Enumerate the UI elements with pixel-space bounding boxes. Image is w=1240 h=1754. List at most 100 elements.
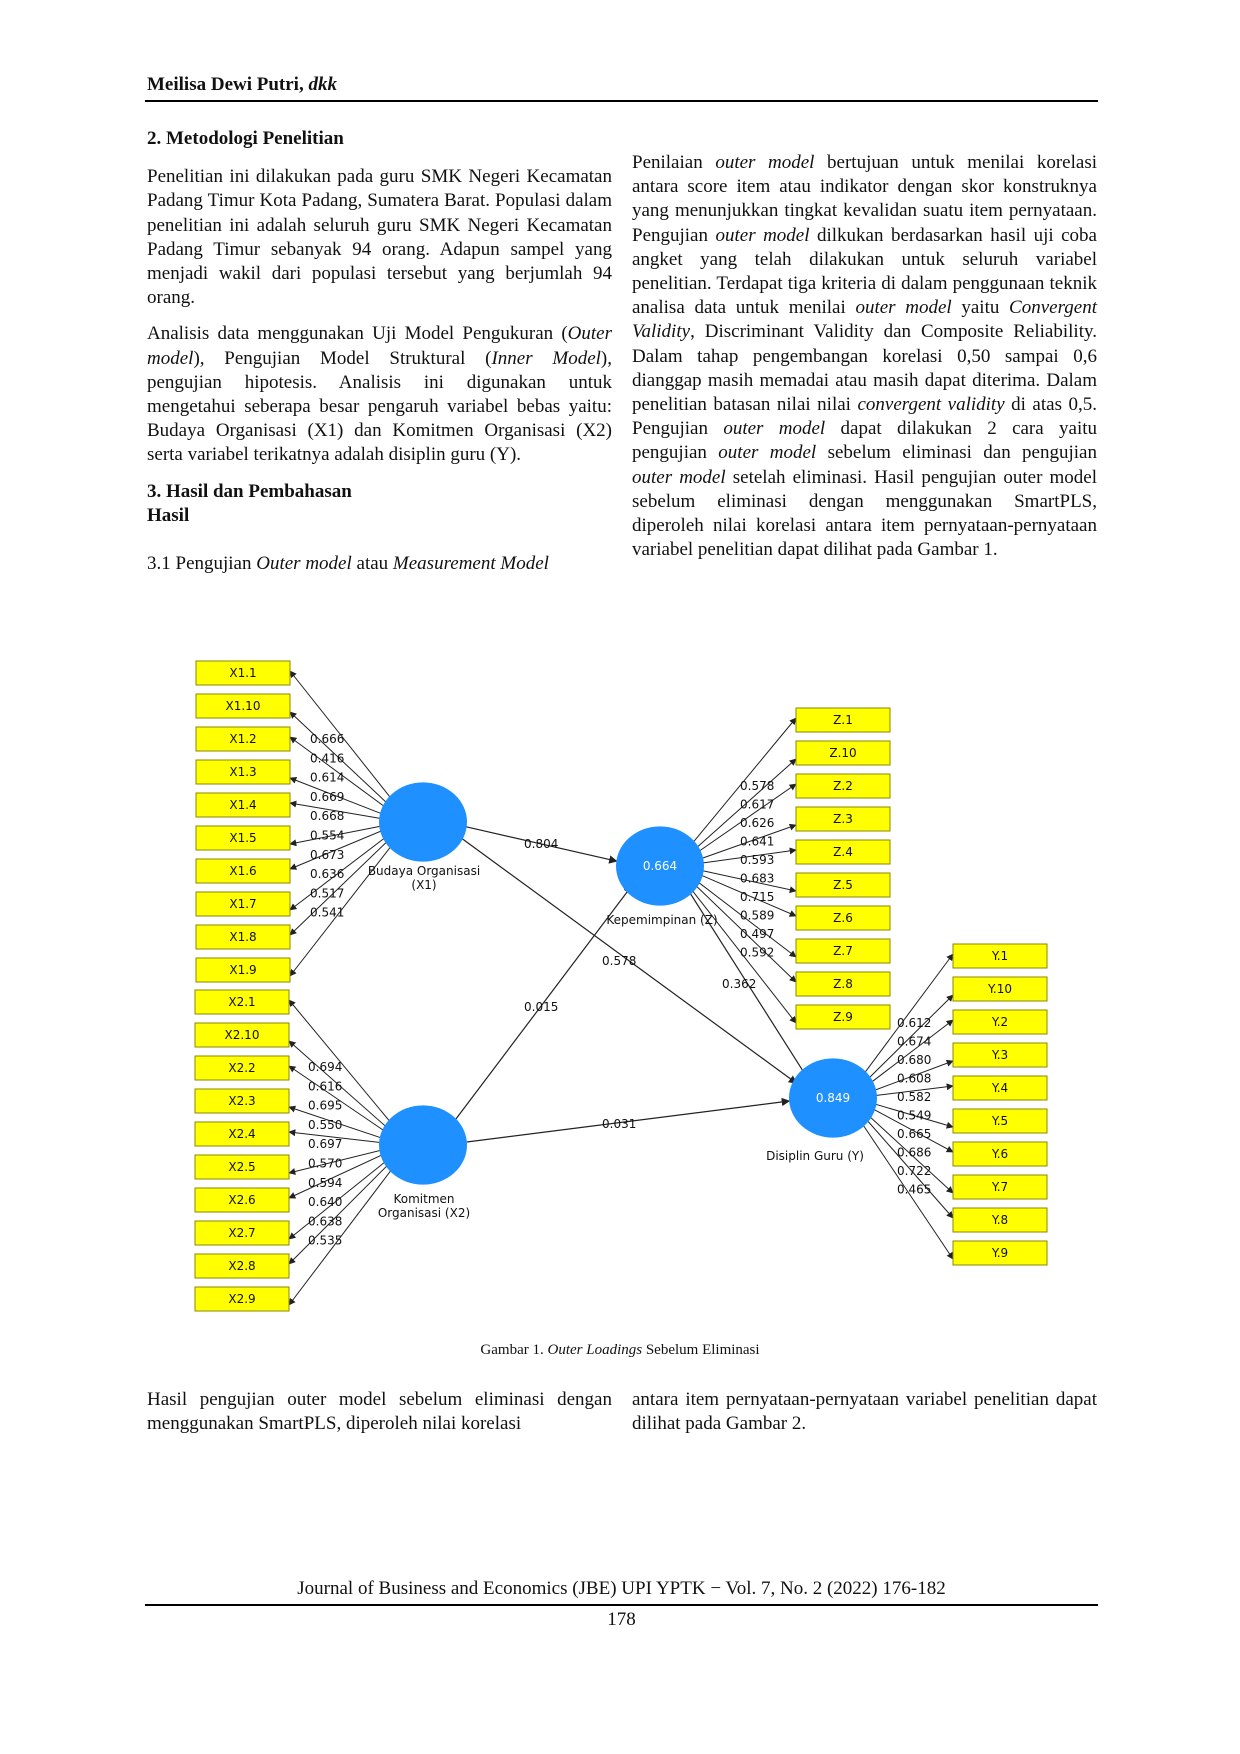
loading-value: 0.668 [310,809,344,823]
text-span: 3.1 Pengujian [147,553,257,575]
diagram.z_items-indicator-box [795,839,891,865]
paragraph-outer-model: Penilaian outer model bertujuan untuk me… [632,151,1097,562]
loading-line [691,881,797,983]
diagram.z_items-indicator-box [795,938,891,964]
diagram.x2_items-indicator-box [194,1154,290,1180]
diagram.z_items-indicator-label: Z.8 [833,977,853,991]
loading-value: 0.570 [308,1157,342,1171]
text-italic: Measurement Model [392,553,549,575]
diagram.y_items-indicator-label: Y.8 [991,1213,1008,1227]
diagram.x1_items-indicator-box [195,693,291,719]
loading-value: 0.465 [897,1183,931,1197]
diagram.z_items-indicator-box [795,971,891,997]
diagram.y_items-indicator-label: Y.10 [987,982,1012,996]
diagram-nodes: X1.1X1.10X1.2X1.3X1.4X1.5X1.6X1.7X1.8X1.… [194,660,1048,1312]
loading-line [288,1040,391,1131]
diagram.z_items-indicator-box [795,1004,891,1030]
text-span: dilkukan berdasarkan hasil uji coba angk… [632,224,1097,319]
loading-line [288,1105,383,1139]
text-italic: Outer model [147,323,612,369]
text-italic: Convergent Validity [632,297,1097,343]
loading-value: 0.666 [310,732,344,746]
text-italic: convergent validity [857,394,1005,416]
diagram.x2_items-indicator-box [194,989,290,1015]
loading-value: 0.535 [308,1234,342,1248]
footer-rule [145,1604,1098,1606]
header-rule [145,100,1098,102]
diagram.x2_items-indicator-label: X2.1 [228,995,255,1009]
construct-x1-label: (X1) [411,878,436,892]
loading-value: 0.550 [308,1118,342,1132]
running-header: Meilisa Dewi Putri, dkk [147,74,337,96]
text-italic: outer model [715,152,815,173]
text-span: atau [351,553,393,575]
loading-line [288,1153,385,1199]
diagram.y_items-indicator-box [952,1141,1048,1167]
construct-x2-circle [379,1105,467,1185]
loading-line [288,1065,388,1134]
loading-line [289,777,384,815]
loading-line [289,834,389,911]
loading-line [865,1112,954,1194]
diagram.x2_items-indicator-box [194,1055,290,1081]
text-span: yaitu [951,297,1010,319]
diagram.x1_items-indicator-box [195,792,291,818]
text-italic: Inner Model [491,347,601,369]
loading-line [874,1083,954,1097]
header-author: Meilisa Dewi Putri, [147,74,304,95]
path-coefficient-x1-z: 0.804 [524,837,558,851]
text-span: ), pengujian hipotesis. Analisis ini dig… [147,347,612,466]
loading-line [288,1149,383,1175]
loading-line [692,758,797,852]
diagram.x1_items-indicator-label: X1.1 [229,666,256,680]
text-italic: outer model [715,224,810,246]
diagram.y_items-indicator-box [952,1075,1048,1101]
construct-y-label: Disiplin Guru (Y) [766,1149,864,1163]
loading-value: 0.669 [310,790,344,804]
section-3-subheading: Hasil [147,504,190,526]
loading-value: 0.416 [310,751,344,765]
diagram.y_items-indicator-label: Y.2 [991,1015,1008,1029]
loading-value: 0.614 [310,771,344,785]
diagram.x1_items-indicator-label: X1.7 [229,897,256,911]
loading-line [289,829,384,870]
diagram.x1_items-indicator-box [195,660,291,686]
loading-value: 0.695 [308,1099,342,1113]
path-x2-y [466,1097,791,1143]
diagram.z_items-indicator-label: Z.9 [833,1010,853,1024]
figure-caption: Gambar 1. Outer Loadings Sebelum Elimina… [0,1342,1240,1359]
section-3-heading: 3. Hasil dan Pembahasan [147,480,352,502]
loading-value: 0.638 [308,1214,342,1228]
loading-line [695,783,797,854]
diagram.x1_items-indicator-box [195,858,291,884]
loading-value: 0.594 [308,1176,342,1190]
diagram.x2_items-indicator-box [194,1022,290,1048]
paragraph-analisis: Analisis data menggunakan Uji Model Peng… [147,322,612,467]
loading-value: 0.589 [740,909,774,923]
diagram.y_items-indicator-label: Y.9 [991,1246,1008,1260]
diagram.x1_items-indicator-label: X1.5 [229,831,256,845]
diagram.x1_items-indicator-label: X1.4 [229,798,256,812]
journal-footer: Journal of Business and Economics (JBE) … [297,1578,946,1599]
text-span: ), Pengujian Model Struktural ( [193,347,492,369]
diagram.x2_items-indicator-box [194,1253,290,1279]
diagram.y_items-indicator-label: Y.3 [991,1048,1008,1062]
loading-value: 0.680 [897,1053,931,1067]
loading-line [864,994,954,1083]
loading-line [699,873,797,917]
loading-value: 0.640 [308,1195,342,1209]
loading-line [872,1059,954,1092]
loading-line [288,1160,393,1265]
text-italic: Outer model [256,553,352,575]
right-column: Penilaian outer model bertujuan untuk me… [632,151,1097,574]
bottom-right-paragraph: antara item pernyataan-pernyataan variab… [632,1389,1097,1435]
diagram.x1_items-indicator-box [195,726,291,752]
diagram.y_items-indicator-box [952,1042,1048,1068]
bottom-left-paragraph: Hasil pengujian outer model sebelum elim… [147,1389,612,1435]
loading-value: 0.582 [897,1090,931,1104]
diagram.z_items-indicator-box [795,773,891,799]
path-z-y [685,886,808,1078]
loading-value: 0.578 [740,779,774,793]
diagram.x2_items-indicator-label: X2.7 [228,1226,255,1240]
construct-z-circle [616,826,704,906]
